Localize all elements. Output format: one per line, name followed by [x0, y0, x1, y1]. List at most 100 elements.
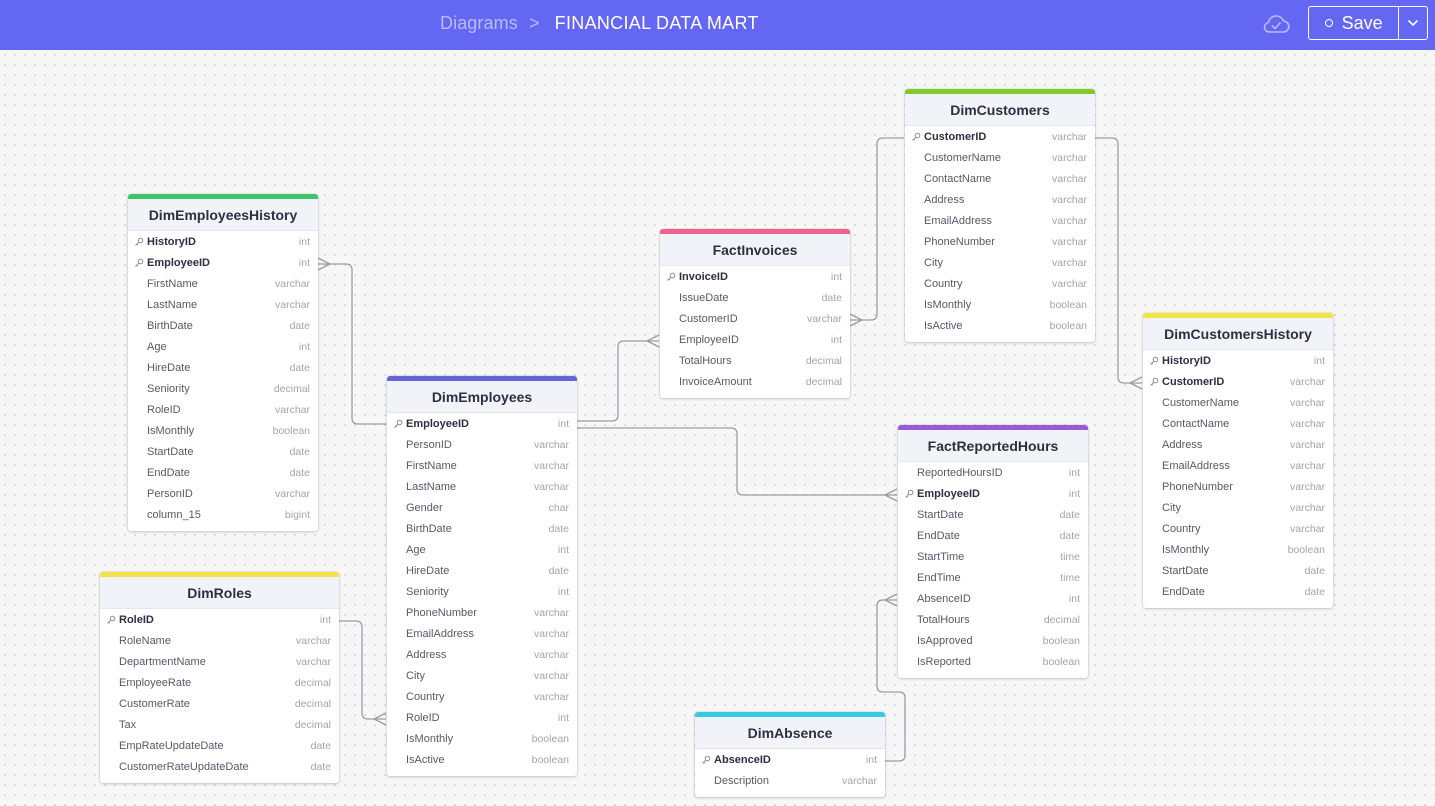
save-options-button[interactable]	[1398, 7, 1427, 39]
column-name: IsMonthly	[924, 298, 972, 311]
table-title[interactable]: DimRoles	[100, 572, 339, 609]
table-title[interactable]: DimEmployeesHistory	[128, 194, 318, 231]
table-title[interactable]: FactReportedHours	[898, 425, 1088, 462]
table-title[interactable]: DimAbsence	[695, 712, 885, 749]
breadcrumb-diagrams-link[interactable]: Diagrams	[440, 13, 518, 33]
save-button[interactable]: Save	[1309, 7, 1398, 39]
table-title[interactable]: DimCustomersHistory	[1143, 313, 1333, 350]
table-title[interactable]: FactInvoices	[660, 229, 850, 266]
table-title[interactable]: DimEmployees	[387, 376, 577, 413]
cloud-check-icon[interactable]	[1261, 11, 1291, 37]
table-title[interactable]: DimCustomers	[905, 89, 1095, 126]
